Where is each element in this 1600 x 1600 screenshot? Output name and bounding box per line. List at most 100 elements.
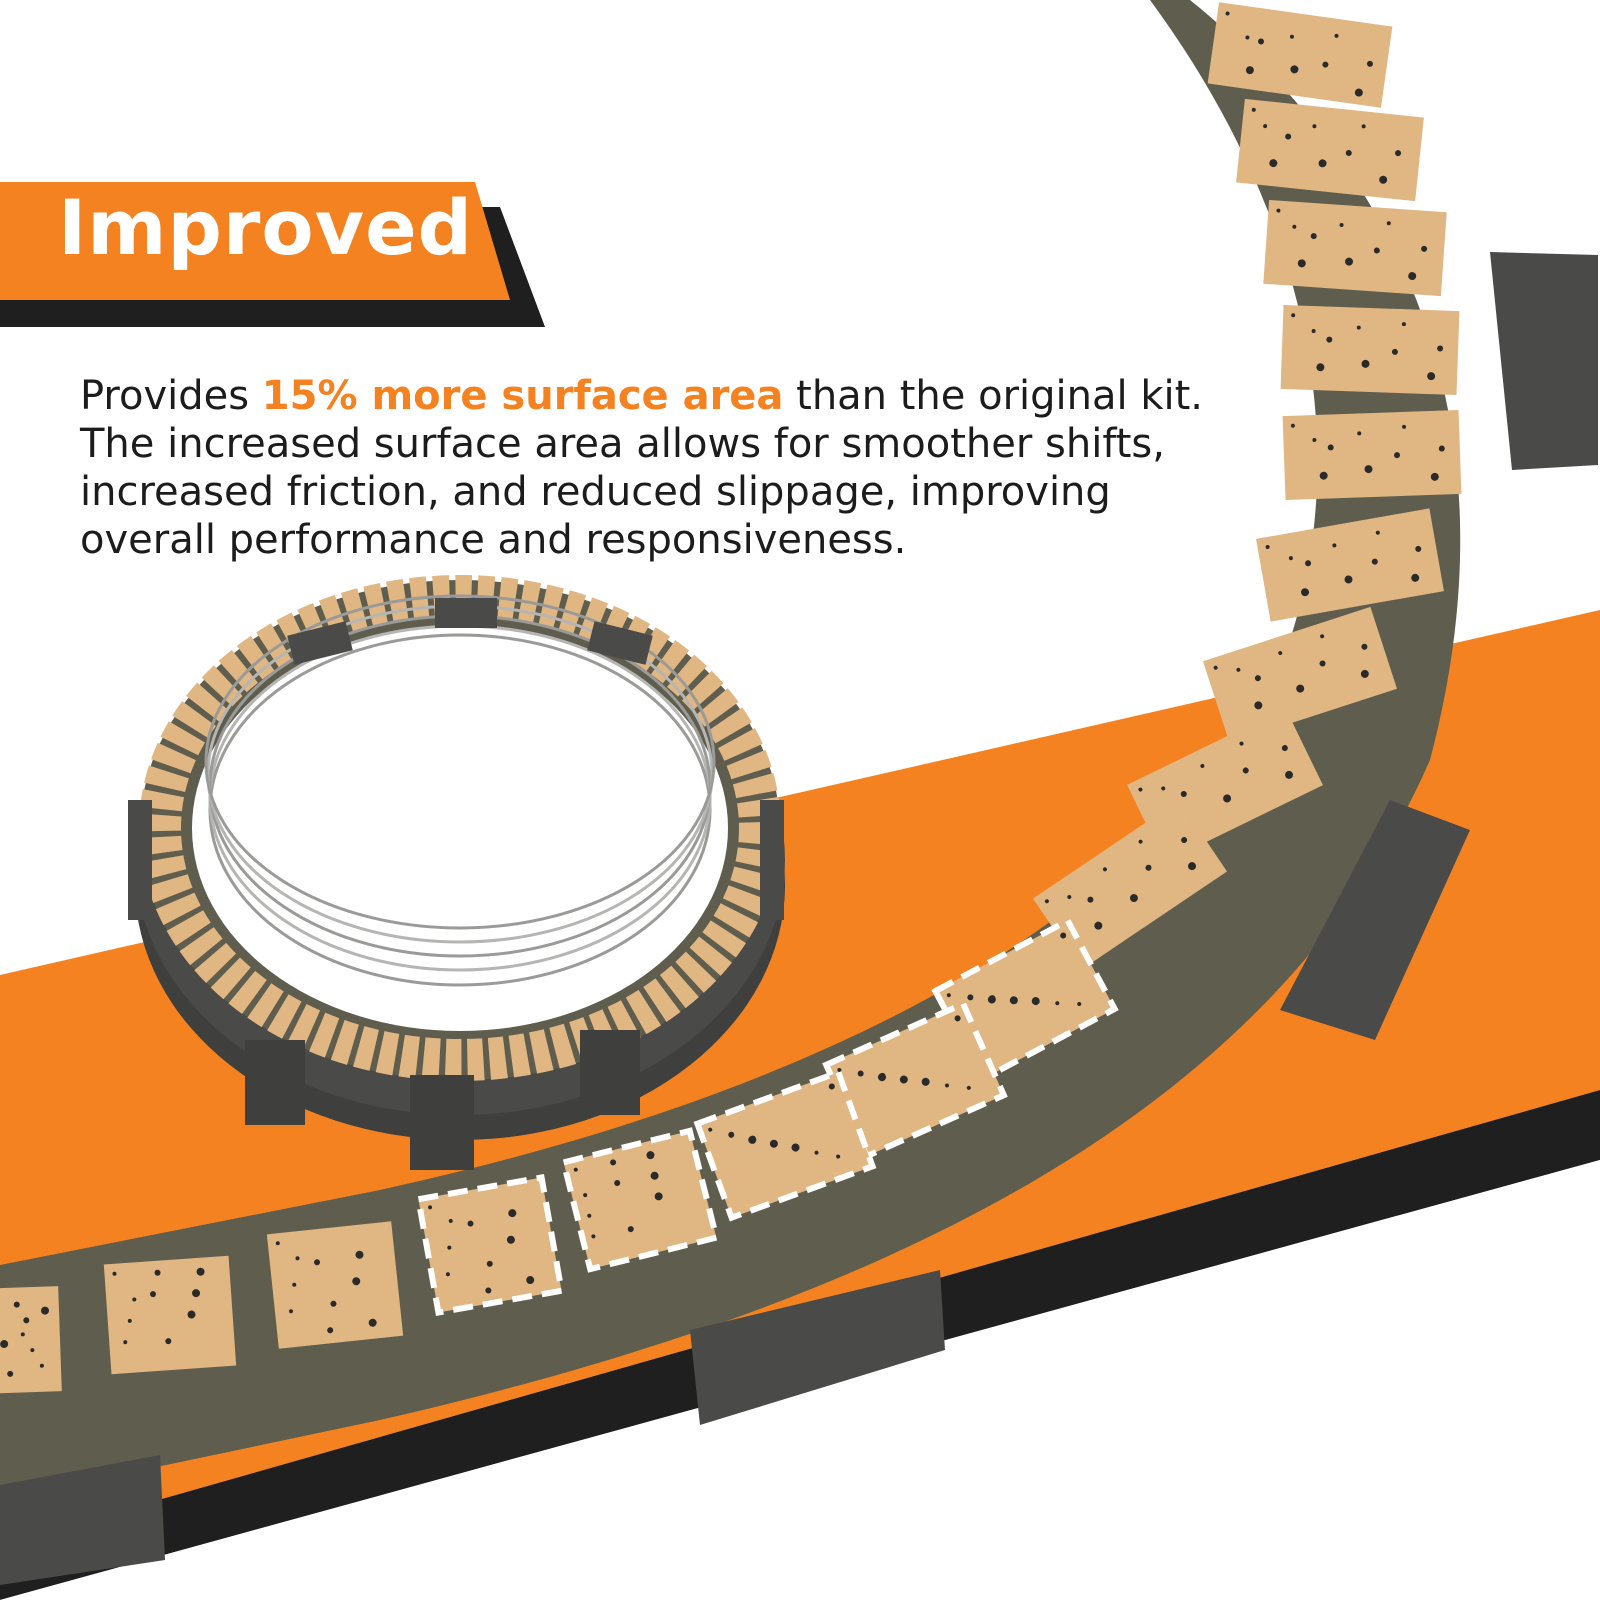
pad-speckle: [1180, 790, 1187, 797]
pad-speckle: [1415, 545, 1422, 552]
pad-speckle: [627, 1226, 634, 1233]
pad-speckle: [1258, 38, 1265, 45]
pad-speckle: [1161, 786, 1166, 791]
pad-speckle: [196, 1267, 205, 1276]
plate-tab: [1490, 252, 1598, 470]
pad-speckle: [708, 1127, 713, 1132]
pad-speckle: [355, 1250, 364, 1259]
pad-speckle: [1332, 543, 1337, 548]
pad-speckle: [0, 1340, 9, 1349]
pad-speckle: [1361, 643, 1368, 650]
pad-speckle: [1223, 794, 1232, 803]
friction-pad: [0, 1286, 62, 1394]
kit-tab: [410, 1075, 474, 1170]
pad-speckle: [428, 1205, 433, 1210]
pad-speckle: [1301, 588, 1310, 597]
pad-speckle: [837, 1067, 842, 1072]
pad-speckle: [506, 1235, 515, 1244]
pad-speckle: [40, 1306, 49, 1315]
pad-speckle: [526, 1276, 535, 1285]
pad-speckle: [1430, 472, 1439, 481]
description-before: Provides: [80, 373, 262, 419]
pad-speckle: [828, 1083, 835, 1090]
pad-speckle: [1312, 124, 1317, 129]
pad-speckle: [944, 1083, 949, 1088]
pad-speckle: [1438, 445, 1445, 452]
kit-tab: [287, 621, 353, 665]
pad-speckle: [814, 1150, 819, 1155]
pad-speckle: [646, 1151, 655, 1160]
pad-speckle: [654, 1192, 663, 1201]
pad-speckle: [946, 993, 951, 998]
pad-speckle: [1334, 33, 1339, 38]
pad-speckle: [748, 1135, 757, 1144]
pad-speckle: [1427, 372, 1436, 381]
pad-speckle: [154, 1269, 161, 1276]
pad-speckle: [30, 1348, 35, 1353]
pad-speckle: [610, 1159, 617, 1166]
kit-tab: [587, 621, 653, 665]
pad-speckle: [1242, 767, 1249, 774]
pad-speckle: [1345, 257, 1354, 266]
pad-speckle: [1285, 133, 1292, 140]
pad-speckle: [1361, 124, 1366, 129]
friction-pad: [1203, 606, 1397, 744]
pad-speckle: [1077, 1002, 1082, 1007]
pad-speckle: [987, 995, 996, 1004]
pad-speckle: [486, 1260, 493, 1267]
pad-speckle: [1200, 763, 1205, 768]
pad-speckle: [123, 1340, 128, 1345]
pad-speckle: [1292, 224, 1297, 229]
pad-speckle: [1291, 313, 1296, 318]
kit-tab: [435, 598, 497, 628]
pad-speckle: [769, 1139, 778, 1148]
pad-speckle: [1312, 437, 1317, 442]
pad-speckle: [1322, 61, 1329, 68]
friction-pad: [1263, 199, 1447, 297]
pad-speckle: [954, 1015, 961, 1022]
pad-speckle: [289, 1309, 294, 1314]
pad-speckle: [1188, 862, 1197, 871]
pad-speckle: [352, 1277, 361, 1286]
pad-speckle: [1386, 221, 1391, 226]
pad-speckle: [112, 1271, 117, 1276]
pad-speckle: [1311, 329, 1316, 334]
pad-speckle: [1421, 245, 1428, 252]
plate-tab: [1280, 800, 1470, 1040]
pad-speckle: [1318, 159, 1327, 168]
pad-speckle: [447, 1245, 452, 1250]
pad-speckle: [1411, 573, 1420, 582]
pad-speckle: [1276, 208, 1281, 213]
pad-speckle: [314, 1259, 321, 1266]
pad-speckle: [1296, 684, 1305, 693]
improved-banner: [0, 182, 545, 327]
pad-speckle: [1394, 452, 1401, 459]
pad-speckle: [1437, 345, 1444, 352]
pad-speckle: [877, 1073, 886, 1082]
friction-pad-highlighted: [559, 1127, 721, 1273]
pad-speckle: [1289, 34, 1294, 39]
description-after: than the original kit.: [783, 373, 1204, 419]
pad-speckle: [614, 1180, 621, 1187]
pad-speckle: [23, 1317, 30, 1324]
pad-speckle: [1327, 444, 1334, 451]
pad-speckle: [1060, 932, 1067, 939]
pad-speckle: [467, 1220, 474, 1227]
pad-speckle: [1319, 660, 1326, 667]
pad-speckle: [1361, 359, 1370, 368]
pad-speckle: [1344, 575, 1353, 584]
pad-speckle: [966, 1085, 971, 1090]
pad-speckle: [1102, 867, 1107, 872]
friction-pad: [1280, 304, 1460, 396]
pad-speckle: [1354, 88, 1363, 97]
pad-speckle: [1236, 667, 1241, 672]
plate-tab: [690, 1270, 945, 1425]
pad-speckle: [1067, 894, 1072, 899]
pad-speckle: [1290, 65, 1299, 74]
kit-tab: [245, 1040, 305, 1125]
pad-speckle: [1145, 864, 1152, 871]
friction-pad: [103, 1255, 237, 1375]
pad-speckle: [1285, 770, 1294, 779]
pad-speckle: [1339, 223, 1344, 228]
